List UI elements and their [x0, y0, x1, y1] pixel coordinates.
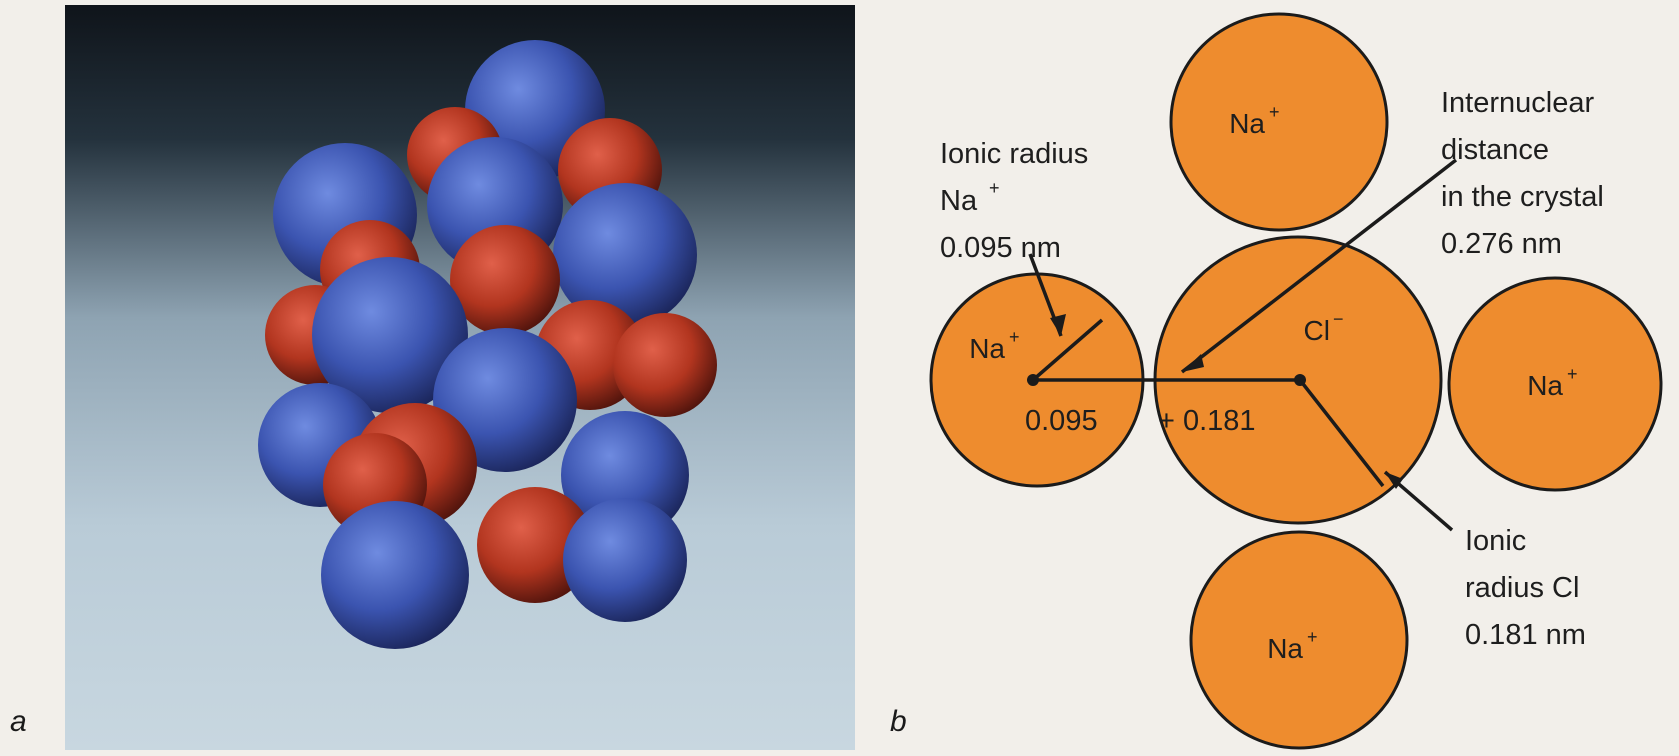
na-radius-caption-3: 0.095 nm	[940, 232, 1061, 264]
cl-nucleus-dot	[1294, 374, 1306, 386]
ion-label-bottom: Na	[1267, 633, 1303, 664]
ion-label-right: Na	[1527, 370, 1563, 401]
cl-radius-value: + 0.181	[1158, 405, 1256, 437]
ion-label-center: Cl	[1304, 315, 1330, 346]
ion-charge-center: −	[1333, 309, 1344, 329]
na-ion-top	[1171, 14, 1387, 230]
ion-charge-right: +	[1567, 364, 1578, 384]
na-radius-caption-1: Ionic radius	[940, 138, 1088, 170]
ion-charge-left: +	[1009, 327, 1020, 347]
cl-radius-caption-2: radius Cl	[1465, 572, 1579, 604]
internuclear-caption-4: 0.276 nm	[1441, 228, 1562, 260]
ion-label-left: Na	[969, 333, 1005, 364]
na-radius-value: 0.095	[1025, 405, 1098, 437]
ion-charge-bottom: +	[1307, 627, 1318, 647]
na-radius-caption-sup: +	[989, 178, 1000, 198]
na-nucleus-dot	[1027, 374, 1039, 386]
internuclear-caption-2: distance	[1441, 134, 1549, 166]
internuclear-caption-3: in the crystal	[1441, 181, 1604, 213]
ion-label-top: Na	[1229, 108, 1265, 139]
internuclear-caption-1: Internuclear	[1441, 87, 1594, 119]
ion-charge-top: +	[1269, 102, 1280, 122]
cl-radius-caption-1: Ionic	[1465, 525, 1526, 557]
na-radius-caption-2: Na	[940, 185, 978, 217]
cl-radius-caption-3: 0.181 nm	[1465, 619, 1586, 651]
